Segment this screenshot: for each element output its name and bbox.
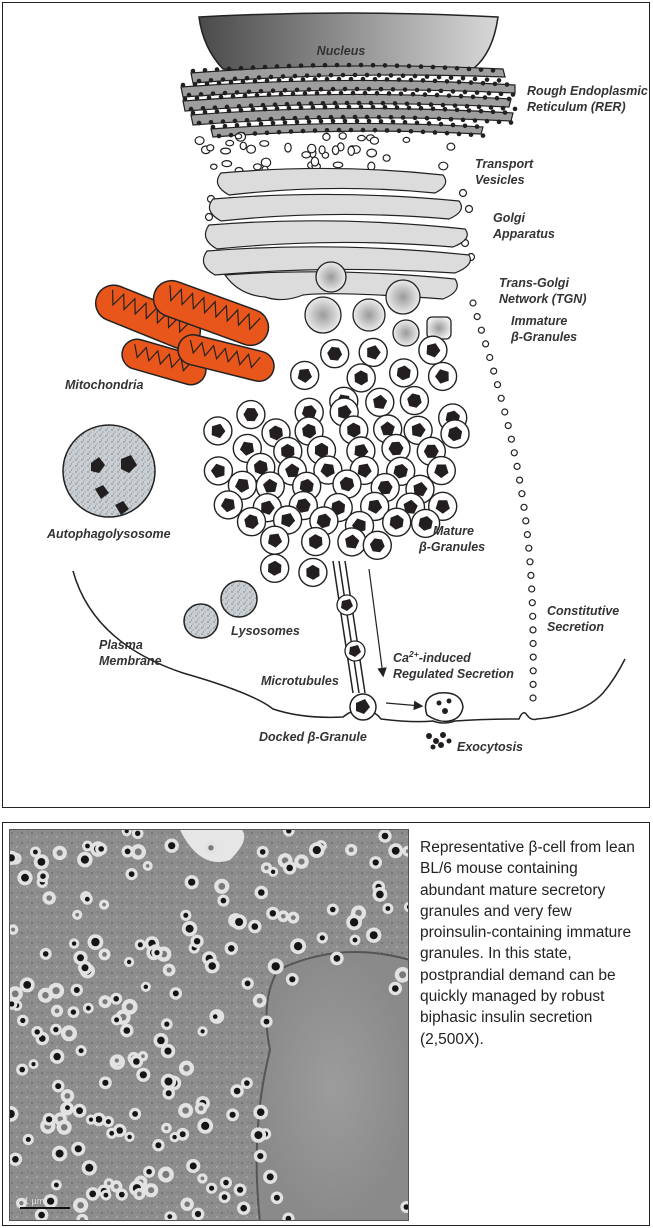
docked-granule-label: Docked β-Granule: [259, 730, 367, 744]
autophagolysosome-label: Autophagolysosome: [46, 527, 171, 541]
mature-label-2: β-Granules: [418, 540, 485, 554]
immature-label-1: Immature: [511, 314, 567, 328]
constitutive-label-1: Constitutive: [547, 604, 619, 618]
tgn-label-2: Network (TGN): [499, 292, 587, 306]
transport-vesicles: [194, 131, 476, 262]
mature-label-1: Mature: [433, 524, 474, 538]
constitutive-label-2: Secretion: [547, 620, 604, 634]
golgi-label-1: Golgi: [493, 211, 525, 225]
transport-label-1: Transport: [475, 157, 534, 171]
transit-granules: [336, 594, 366, 662]
plasma-label-1: Plasma: [99, 638, 143, 652]
micrograph-panel: 1 µm Representative β-cell from lean BL/…: [2, 822, 650, 1226]
plasma-label-2: Membrane: [99, 654, 162, 668]
immature-label-2: β-Granules: [510, 330, 577, 344]
scale-bar-label: 1 µm: [24, 1196, 44, 1206]
mitochondrion-3: [121, 338, 207, 386]
cell-nucleus-region: [255, 951, 408, 1220]
exocytosis-granule: [424, 692, 464, 750]
transport-label-2: Vesicles: [475, 173, 525, 187]
rer-label-2: Reticulum (RER): [527, 100, 626, 114]
exocytosis-label: Exocytosis: [457, 740, 523, 754]
rer-label-1: Rough Endoplasmic: [527, 84, 648, 98]
docked-granule: [349, 693, 377, 721]
mitochondrion-4: [177, 334, 275, 382]
nucleus-label: Nucleus: [317, 44, 366, 58]
regulated-secretion-label: Regulated Secretion: [393, 667, 514, 681]
tgn-label-1: Trans-Golgi: [499, 276, 569, 290]
plasma-membrane: [72, 570, 626, 724]
micrograph-granules: [10, 830, 408, 1220]
mitochondrion-2: [152, 279, 270, 347]
tgn-granules: [304, 261, 452, 347]
lysosomes-label: Lysosomes: [231, 624, 300, 638]
micrograph-image: 1 µm: [10, 830, 408, 1220]
beta-cell-diagram: Nucleus Rough Endoplasmic Reticulum (RER…: [46, 12, 648, 754]
electron-micrograph: 1 µm: [9, 829, 409, 1221]
mitochondria-label: Mitochondria: [65, 378, 144, 392]
autophagolysosome: [62, 424, 156, 518]
micrograph-caption: Representative β-cell from lean BL/6 mou…: [420, 839, 635, 1048]
microtubules-label: Microtubules: [261, 674, 339, 688]
ca-induced-label: Ca2+-induced: [393, 649, 471, 665]
lysosomes: [183, 580, 258, 639]
mature-granules: [203, 335, 470, 588]
docking-arrow: [385, 700, 424, 711]
constitutive-vesicles: [469, 299, 537, 702]
diagram-panel: Nucleus Rough Endoplasmic Reticulum (RER…: [2, 2, 650, 808]
regulated-secretion-arrow: [368, 568, 387, 678]
microtubules: [332, 560, 366, 694]
mitochondria: [94, 279, 275, 386]
golgi-label-2: Apparatus: [492, 227, 555, 241]
ribosomes: [180, 62, 518, 139]
